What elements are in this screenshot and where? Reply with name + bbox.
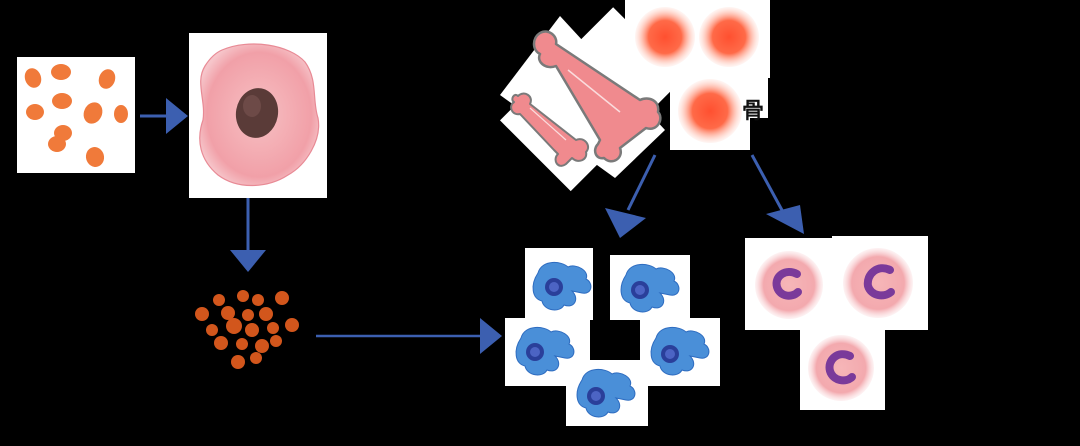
arrow-bones-to-macrophages	[605, 154, 657, 238]
label-character: 骨	[742, 99, 764, 124]
red-blood-cell-icon	[635, 7, 759, 143]
bones-panel	[500, 7, 684, 192]
blue-macrophages-panel	[505, 248, 720, 426]
macrophage-icon	[515, 262, 710, 418]
dark-orange-particles-cluster	[195, 290, 299, 369]
particle-cluster-icon	[195, 290, 299, 369]
cell-with-nucleus-icon	[199, 43, 320, 187]
orange-particles-icon	[24, 64, 128, 167]
orange-particles-panel	[17, 57, 135, 173]
large-pink-cell-panel	[189, 33, 327, 198]
arrow-cell-to-cluster	[230, 198, 266, 272]
neutrophil-icon	[755, 248, 913, 401]
pink-neutrophils-panel	[745, 236, 928, 410]
bone-icon	[510, 30, 662, 167]
arrow-rbc-to-neutrophils	[750, 154, 804, 234]
red-blood-cells-panel	[625, 0, 770, 150]
arrow-cluster-to-macrophages	[316, 318, 502, 354]
arrow-particles-to-cell	[140, 98, 188, 134]
